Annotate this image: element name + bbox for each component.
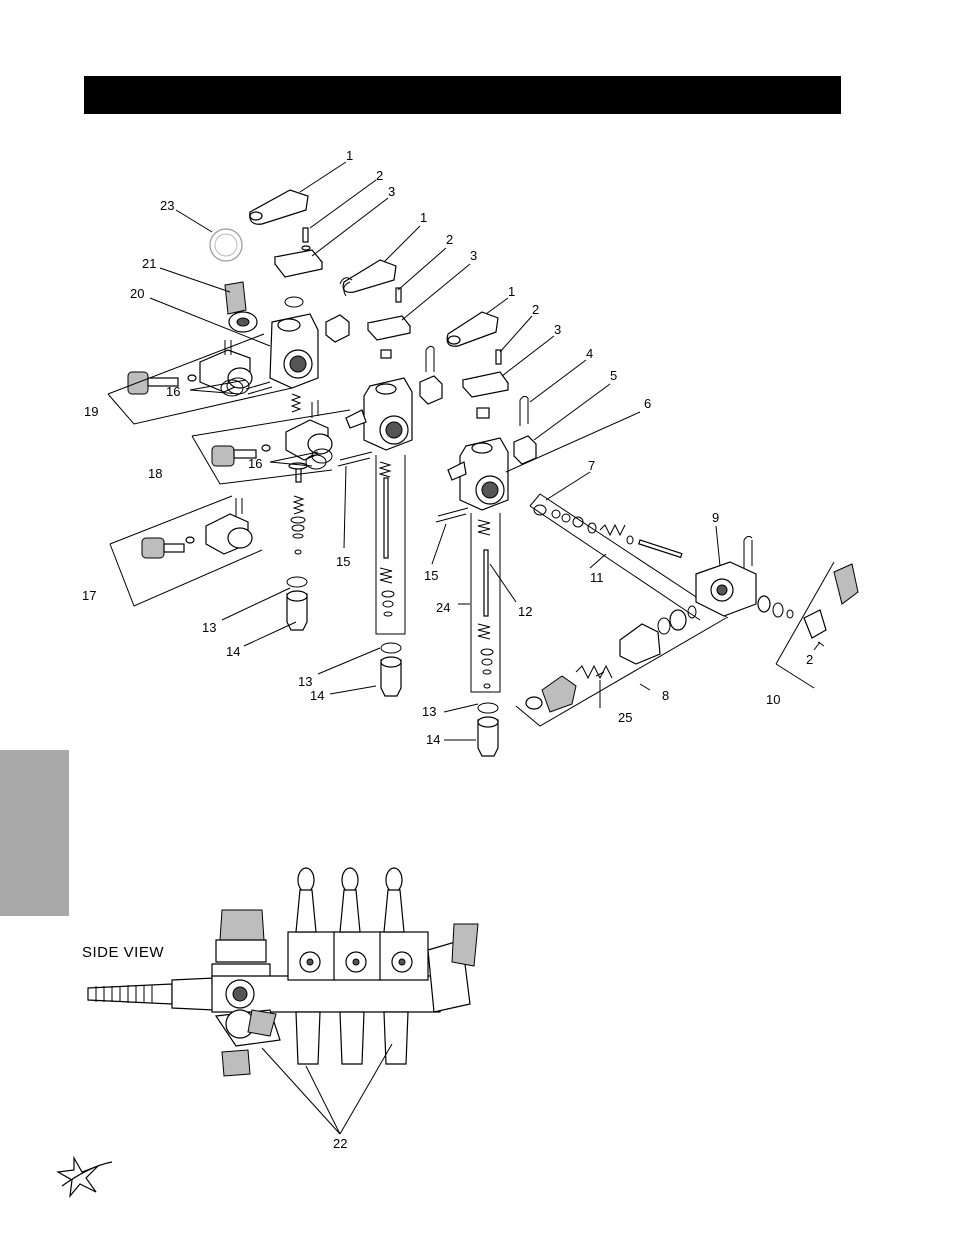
callout-13c: 13 xyxy=(422,704,436,719)
callout-25: 25 xyxy=(618,710,632,725)
callout-22: 22 xyxy=(333,1136,347,1151)
side-view-drawing xyxy=(87,867,479,1135)
callout-7: 7 xyxy=(588,458,595,473)
valve-right xyxy=(141,311,537,693)
callout-14c: 14 xyxy=(426,732,440,747)
callout-18: 18 xyxy=(148,466,162,481)
callout-23: 23 xyxy=(160,198,174,213)
callout-19: 19 xyxy=(84,404,98,419)
callout-1a: 1 xyxy=(346,148,353,163)
outlets xyxy=(286,576,499,757)
star-swoosh-logo-icon xyxy=(56,1155,113,1198)
callout-9: 9 xyxy=(712,510,719,525)
callout-2c: 2 xyxy=(532,302,539,317)
callout-16a: 16 xyxy=(166,384,180,399)
callout-21: 21 xyxy=(142,256,156,271)
callout-24: 24 xyxy=(436,600,450,615)
header-bar xyxy=(84,76,841,114)
side-tab xyxy=(0,750,69,916)
callout-17: 17 xyxy=(82,588,96,603)
callout-15a: 15 xyxy=(336,554,350,569)
callout-16b: 16 xyxy=(248,456,262,471)
callout-3b: 3 xyxy=(470,248,477,263)
callout-14a: 14 xyxy=(226,644,240,659)
leader-lines xyxy=(149,161,821,741)
callout-8: 8 xyxy=(662,688,669,703)
callout-20: 20 xyxy=(130,286,144,301)
callout-13a: 13 xyxy=(202,620,216,635)
callout-labels: 1 2 3 1 2 3 1 2 3 4 5 6 7 9 23 21 20 19 … xyxy=(82,148,813,1151)
callout-3c: 3 xyxy=(554,322,561,337)
callout-14b: 14 xyxy=(310,688,324,703)
callout-10: 10 xyxy=(766,692,780,707)
regulator-assembly xyxy=(515,493,859,727)
callout-11: 11 xyxy=(590,570,604,585)
callout-2a: 2 xyxy=(376,168,383,183)
callout-2d: 2 xyxy=(806,652,813,667)
callout-4: 4 xyxy=(586,346,593,361)
side-view-label: SIDE VIEW xyxy=(82,944,164,961)
callout-15b: 15 xyxy=(424,568,438,583)
group-brackets xyxy=(107,333,351,607)
valve-left xyxy=(127,189,350,413)
callout-6: 6 xyxy=(644,396,651,411)
callout-1c: 1 xyxy=(508,284,515,299)
callout-1b: 1 xyxy=(420,210,427,225)
callout-13b: 13 xyxy=(298,674,312,689)
callout-3a: 3 xyxy=(388,184,395,199)
callout-2b: 2 xyxy=(446,232,453,247)
callout-12: 12 xyxy=(518,604,532,619)
valve-middle xyxy=(211,259,443,635)
callout-5: 5 xyxy=(610,368,617,383)
